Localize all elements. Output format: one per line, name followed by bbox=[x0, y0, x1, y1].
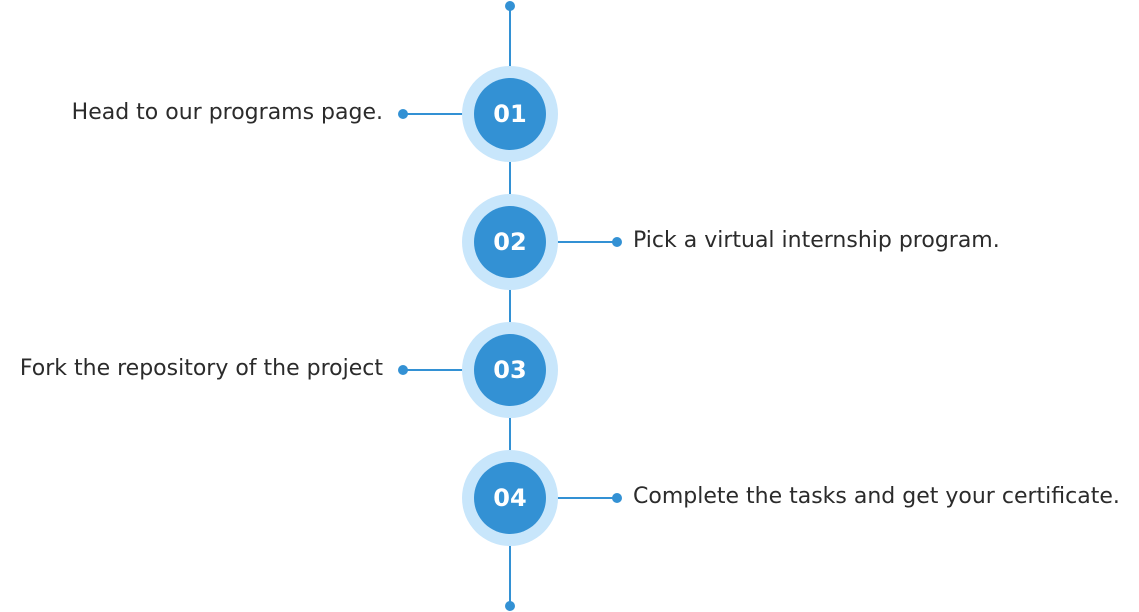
step-connector bbox=[402, 113, 464, 115]
timeline-spine bbox=[509, 6, 511, 606]
connector-dot bbox=[398, 109, 408, 119]
step-number-badge: 03 bbox=[474, 334, 546, 406]
step-connector bbox=[556, 241, 618, 243]
timeline-start-dot bbox=[505, 1, 515, 11]
step-connector bbox=[402, 369, 464, 371]
step-2: 02 Pick a virtual internship program. bbox=[0, 194, 1139, 290]
step-1: 01 Head to our programs page. bbox=[0, 66, 1139, 162]
step-label: Fork the repository of the project bbox=[19, 356, 383, 381]
connector-dot bbox=[612, 493, 622, 503]
step-label: Head to our programs page. bbox=[71, 100, 383, 125]
step-label: Pick a virtual internship program. bbox=[633, 228, 1000, 253]
step-label: Complete the tasks and get your certific… bbox=[633, 484, 1120, 509]
timeline-end-dot bbox=[505, 601, 515, 611]
step-3: 03 Fork the repository of the project bbox=[0, 322, 1139, 418]
step-number-badge: 04 bbox=[474, 462, 546, 534]
step-number-badge: 02 bbox=[474, 206, 546, 278]
step-connector bbox=[556, 497, 618, 499]
connector-dot bbox=[612, 237, 622, 247]
step-number-badge: 01 bbox=[474, 78, 546, 150]
connector-dot bbox=[398, 365, 408, 375]
step-4: 04 Complete the tasks and get your certi… bbox=[0, 450, 1139, 546]
